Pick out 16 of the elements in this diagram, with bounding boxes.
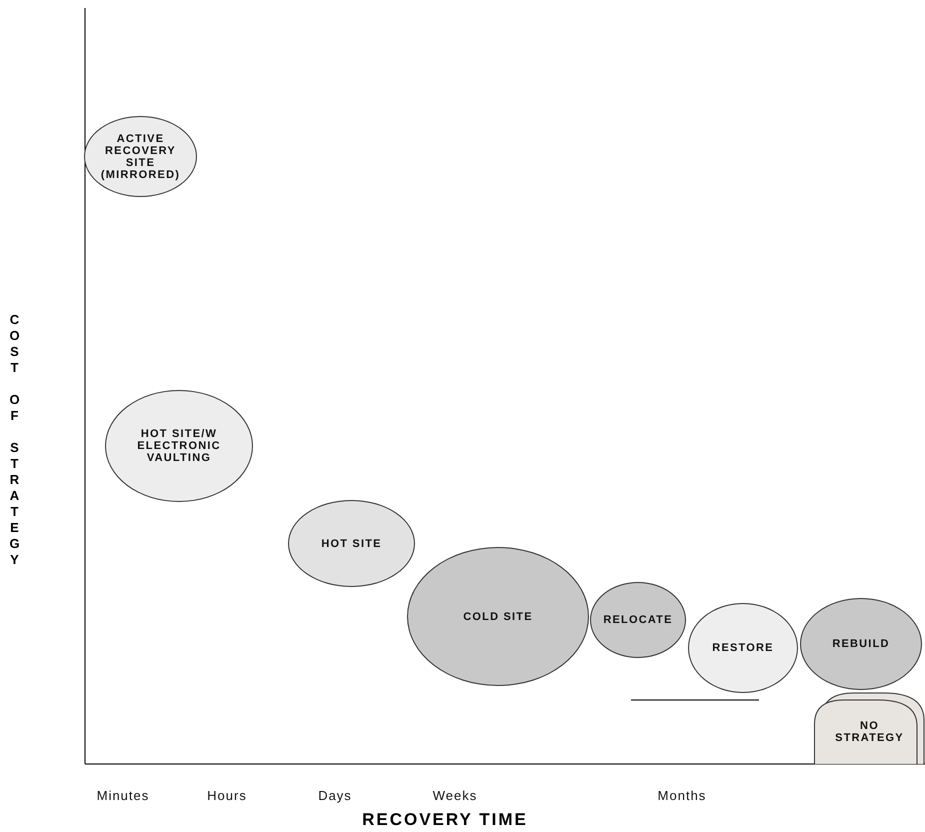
node-label: NO STRATEGY xyxy=(834,720,905,744)
node-label: HOT SITE xyxy=(321,538,382,550)
tick-label: Hours xyxy=(207,788,247,803)
node-label: ACTIVE RECOVERY SITE (MIRRORED) xyxy=(100,132,182,180)
tick-label: Days xyxy=(318,788,352,803)
node-label: HOT SITE/W ELECTRONIC VAULTING xyxy=(136,428,222,464)
tick-label: Months xyxy=(658,788,706,803)
axis-title: COST OF STRATEGY xyxy=(8,312,21,568)
tombstone-shape xyxy=(814,692,925,764)
tick-label: Minutes xyxy=(96,788,150,803)
axis-title: RECOVERY TIME xyxy=(362,810,528,830)
node-label: REBUILD xyxy=(832,638,890,650)
tick-label: Weeks xyxy=(432,788,478,803)
node-label: RESTORE xyxy=(712,642,774,654)
node-label: COLD SITE xyxy=(463,610,533,622)
node-label: RELOCATE xyxy=(603,614,673,626)
